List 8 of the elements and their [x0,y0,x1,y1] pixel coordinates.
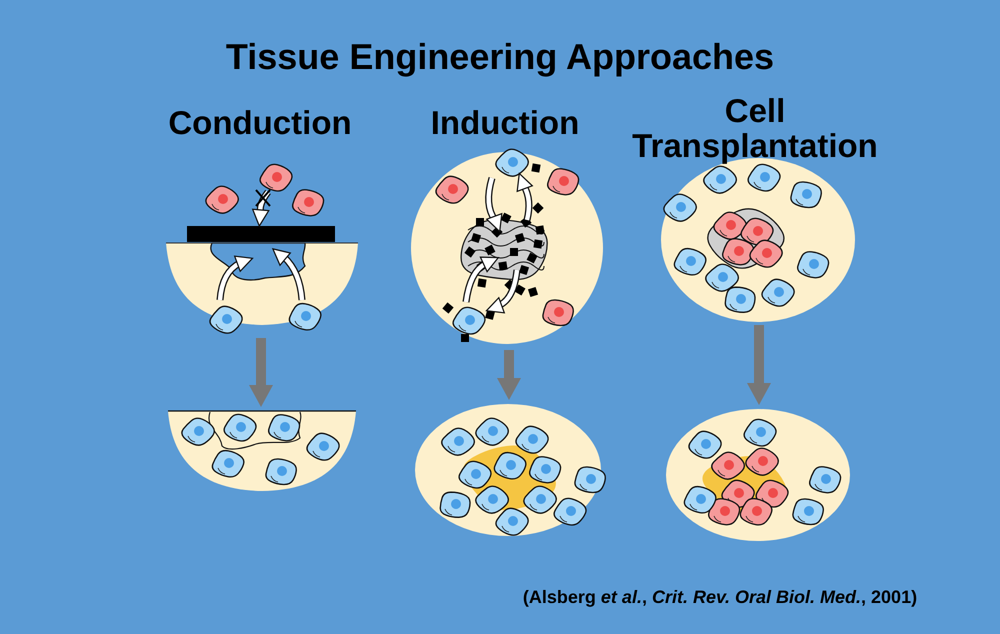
column-heading: Induction [430,106,580,141]
arrow [249,338,273,407]
title: Tissue Engineering Approaches [224,38,776,76]
column-heading: Cell Transplantation [631,94,879,164]
arrow [747,325,771,405]
citation: (Alsberg et al., Crit. Rev. Oral Biol. Med., 2001) [522,588,918,607]
column-heading: Conduction [167,106,353,141]
arrow [497,350,521,400]
